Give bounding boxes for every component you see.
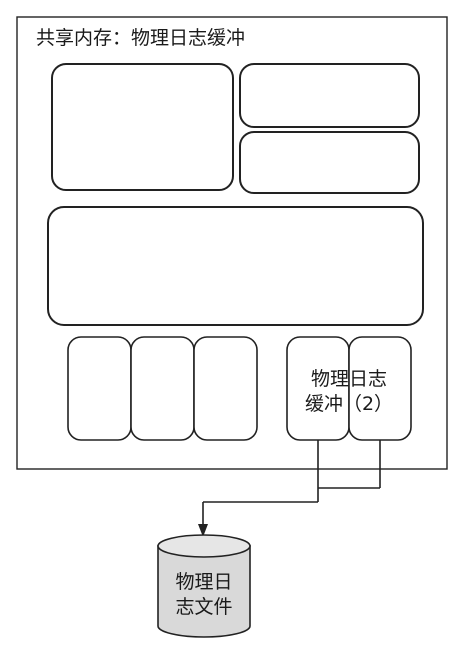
shared-memory-title: 共享内存：物理日志缓冲: [36, 27, 245, 49]
memory-block-top-left: [51, 63, 234, 191]
memory-block-top-right-upper: [239, 63, 420, 128]
memory-block-wide: [47, 206, 424, 326]
buffer-label-line1: 物理日志: [311, 368, 387, 390]
disk-label-line2: 志文件: [175, 596, 232, 618]
buffer-label-line2: 缓冲（2）: [305, 393, 393, 415]
memory-block-bottom-2: [130, 336, 195, 441]
flush-arrowhead: [198, 524, 208, 537]
disk-label-line1: 物理日: [175, 571, 232, 593]
memory-block-bottom-3: [193, 336, 258, 441]
flush-connector: [202, 440, 381, 525]
memory-block-bottom-1: [67, 336, 132, 441]
physical-log-file-disk: [157, 534, 251, 638]
memory-block-top-right-lower: [239, 131, 420, 194]
shared-memory-frame: [16, 16, 448, 470]
